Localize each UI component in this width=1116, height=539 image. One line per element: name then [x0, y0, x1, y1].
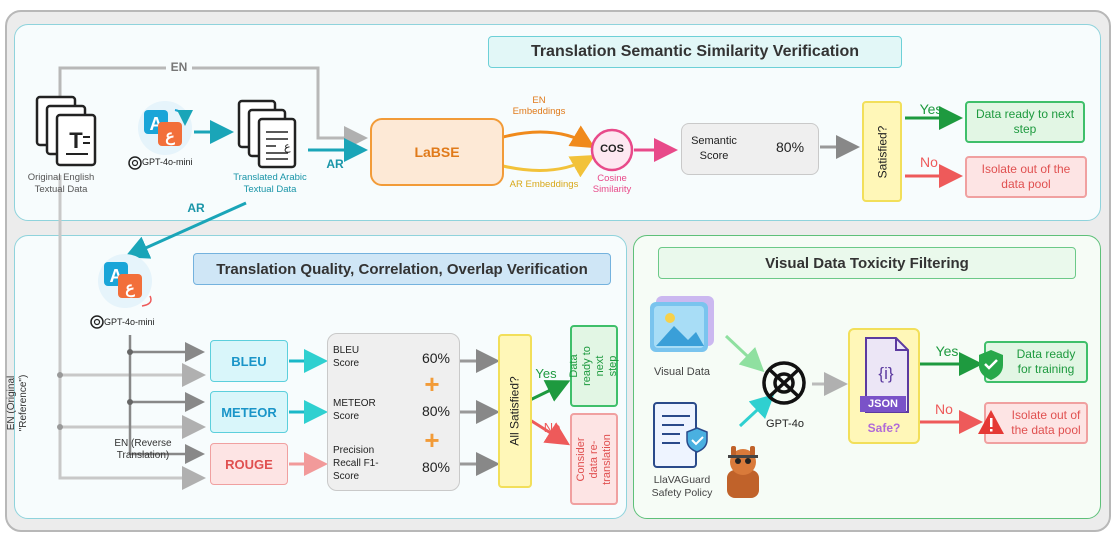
br-no-result: Isolate out of the data pool [984, 402, 1088, 444]
bottom-right-title: Visual Data Toxicity Filtering [658, 247, 1076, 279]
bl-no-label: No [543, 420, 561, 435]
bl-yes-result: Data ready to next step [568, 325, 619, 407]
bl-no-arrow [529, 418, 571, 446]
labse-box: LaBSE [370, 118, 504, 186]
meteor-threshold: 80% [421, 403, 451, 419]
top-yes-result: Data ready to next step [965, 101, 1085, 143]
svg-text:ع: ع [284, 141, 291, 153]
ar-embeddings-label: AR Embeddings [509, 179, 579, 190]
semantic-threshold: 80% [776, 139, 805, 155]
visual-data-icon [650, 296, 714, 352]
source-document-icon: T [35, 95, 97, 167]
br-yes-result-text: Data ready for training [1016, 347, 1076, 376]
en-path-arrow [58, 66, 368, 150]
result-icons-overlay [978, 350, 1004, 434]
en-embeddings-label: EN Embeddings [512, 95, 566, 117]
ar-arrow-label-1: AR [326, 157, 344, 171]
meteor-box: METEOR [210, 391, 288, 433]
json-label: JSON [868, 398, 898, 410]
llama-mascot-icon [727, 446, 759, 498]
br-no-result-text: Isolate out of the data pool [1011, 408, 1081, 437]
ar-arrow-reverse [124, 201, 247, 259]
translated-document-icon: ع [237, 99, 297, 169]
all-satisfied-label: All Satisfied? [508, 376, 522, 446]
bleu-score-label: BLEU Score [333, 345, 360, 369]
bleu-threshold: 60% [421, 350, 451, 366]
visual-data-label: Visual Data [653, 366, 711, 378]
bl-yes-result-text: Data ready to next step [568, 346, 619, 386]
bl-no-result: Consider data re-translation [570, 413, 618, 505]
svg-text:T: T [69, 128, 83, 153]
cos-label: Cosine Similarity [592, 173, 632, 195]
top-title: Translation Semantic Similarity Verifica… [488, 36, 902, 68]
translated-data-label: Translated Arabic Textual Data [233, 172, 307, 195]
translate-app-icon: A ع [138, 101, 193, 155]
safe-label: Safe? [867, 421, 901, 435]
rouge-box: ROUGE [210, 443, 288, 485]
openai-logo-small-2 [90, 315, 104, 329]
json-braces: {i} [878, 364, 894, 383]
scores-box [327, 333, 460, 491]
policy-label: LlaVAGuard Safety Policy [651, 474, 713, 499]
en-reverse-label: EN (Reverse Translation) [114, 438, 172, 461]
top-no-result: Isolate out of the data pool [965, 156, 1087, 198]
rouge-score-label: Precision Recall F1-Score [333, 445, 379, 482]
en-arrow-label: EN [166, 60, 192, 74]
en-reference-label: EN (Original "Reference") [6, 348, 36, 458]
br-no-label: No [935, 401, 953, 417]
plus-1: + [424, 369, 440, 399]
svg-text:ع: ع [165, 128, 175, 146]
gpt4o-logo-icon [762, 361, 806, 405]
bl-gpt-mini-label: GPT-4o-mini [104, 317, 155, 327]
en-reverse-line [128, 335, 205, 464]
meteor-score-label: METEOR Score [333, 398, 376, 422]
gpt-mini-label: GPT-4o-mini [142, 157, 193, 167]
semantic-score-box: Semantic Score 80% [681, 123, 819, 175]
ar-arrow-label-2: AR [187, 201, 205, 215]
cos-text: COS [600, 143, 624, 155]
top-yes-label: Yes [919, 101, 943, 117]
bl-no-result-text: Consider data re-translation [574, 433, 613, 485]
json-icon-overlay [860, 337, 909, 413]
reverse-translate-icon: A ع [98, 254, 152, 308]
semantic-score-label: Semantic Score [691, 135, 737, 162]
visual-data-arrow [724, 334, 765, 373]
plus-2: + [424, 425, 440, 455]
satisfied-box: Satisfied? [862, 101, 902, 202]
satisfied-label: Satisfied? [875, 125, 890, 178]
openai-logo-small [128, 156, 142, 170]
safety-policy-icon [653, 402, 708, 468]
bottom-left-title: Translation Quality, Correlation, Overla… [193, 253, 611, 285]
cos-circle [590, 128, 634, 172]
en-embeddings-arrow [502, 125, 596, 149]
en-reference-line [58, 175, 206, 490]
bl-yes-label: Yes [535, 366, 557, 381]
bl-yes-arrow [529, 380, 571, 402]
en-reference-text: EN (Original "Reference") [6, 374, 29, 432]
svg-text:ع: ع [125, 280, 135, 298]
rouge-threshold: 80% [421, 459, 451, 475]
top-no-label: No [920, 154, 938, 170]
policy-arrow [738, 393, 775, 428]
ar-embeddings-arrow [502, 155, 596, 178]
all-satisfied-box: All Satisfied? [498, 334, 532, 488]
gpt4o-label: GPT-4o [766, 418, 804, 430]
br-yes-label: Yes [935, 343, 959, 359]
bleu-box: BLEU [210, 340, 288, 382]
source-data-label: Original English Textual Data [27, 172, 95, 195]
